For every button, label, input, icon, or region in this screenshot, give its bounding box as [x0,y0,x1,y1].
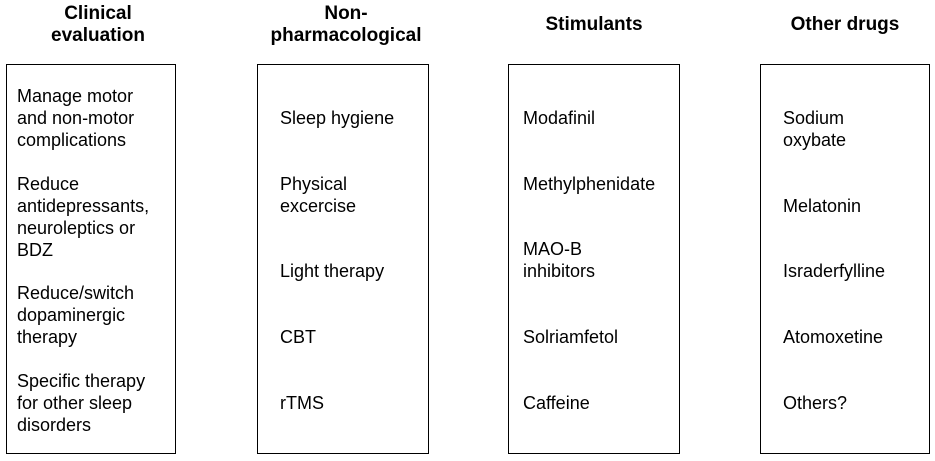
item-light-therapy: Light therapy [280,261,385,281]
item-istradefylline: Israderfylline [783,261,886,281]
item-melatonin: Melatonin [783,196,862,216]
item-modafinil: Modafinil [523,108,596,128]
box-other-drugs [760,64,930,454]
column-header-clinical-evaluation: Clinical evaluation [51,3,145,46]
item-reduce-antidepressants: Reduce antidepressants, neuroleptics or … [17,174,150,260]
item-caffeine: Caffeine [523,393,590,413]
item-reduce-dopaminergic: Reduce/switch dopaminergic therapy [17,283,135,347]
item-sodium-oxybate: Sodium oxybate [783,108,847,150]
box-stimulants [508,64,680,454]
item-methylphenidate: Methylphenidate [523,174,656,194]
item-specific-therapy: Specific therapy for other sleep disorde… [17,371,146,435]
item-atomoxetine: Atomoxetine [783,327,884,347]
column-header-other-drugs: Other drugs [790,14,900,35]
item-physical-excercise: Physical excercise [280,174,357,216]
column-header-stimulants: Stimulants [545,14,643,35]
box-clinical-evaluation [6,64,176,454]
item-others: Others? [783,393,848,413]
item-solriamfetol: Solriamfetol [523,327,619,347]
item-cbt: CBT [280,327,316,347]
item-rtms: rTMS [280,393,324,413]
item-mao-b-inhibitors: MAO-B inhibitors [523,239,596,281]
item-manage-complications: Manage motor and non-motor complications [17,86,135,150]
column-header-non-pharmacological: Non- pharmacological [270,3,422,46]
item-sleep-hygiene: Sleep hygiene [280,108,395,128]
box-non-pharmacological [257,64,429,454]
